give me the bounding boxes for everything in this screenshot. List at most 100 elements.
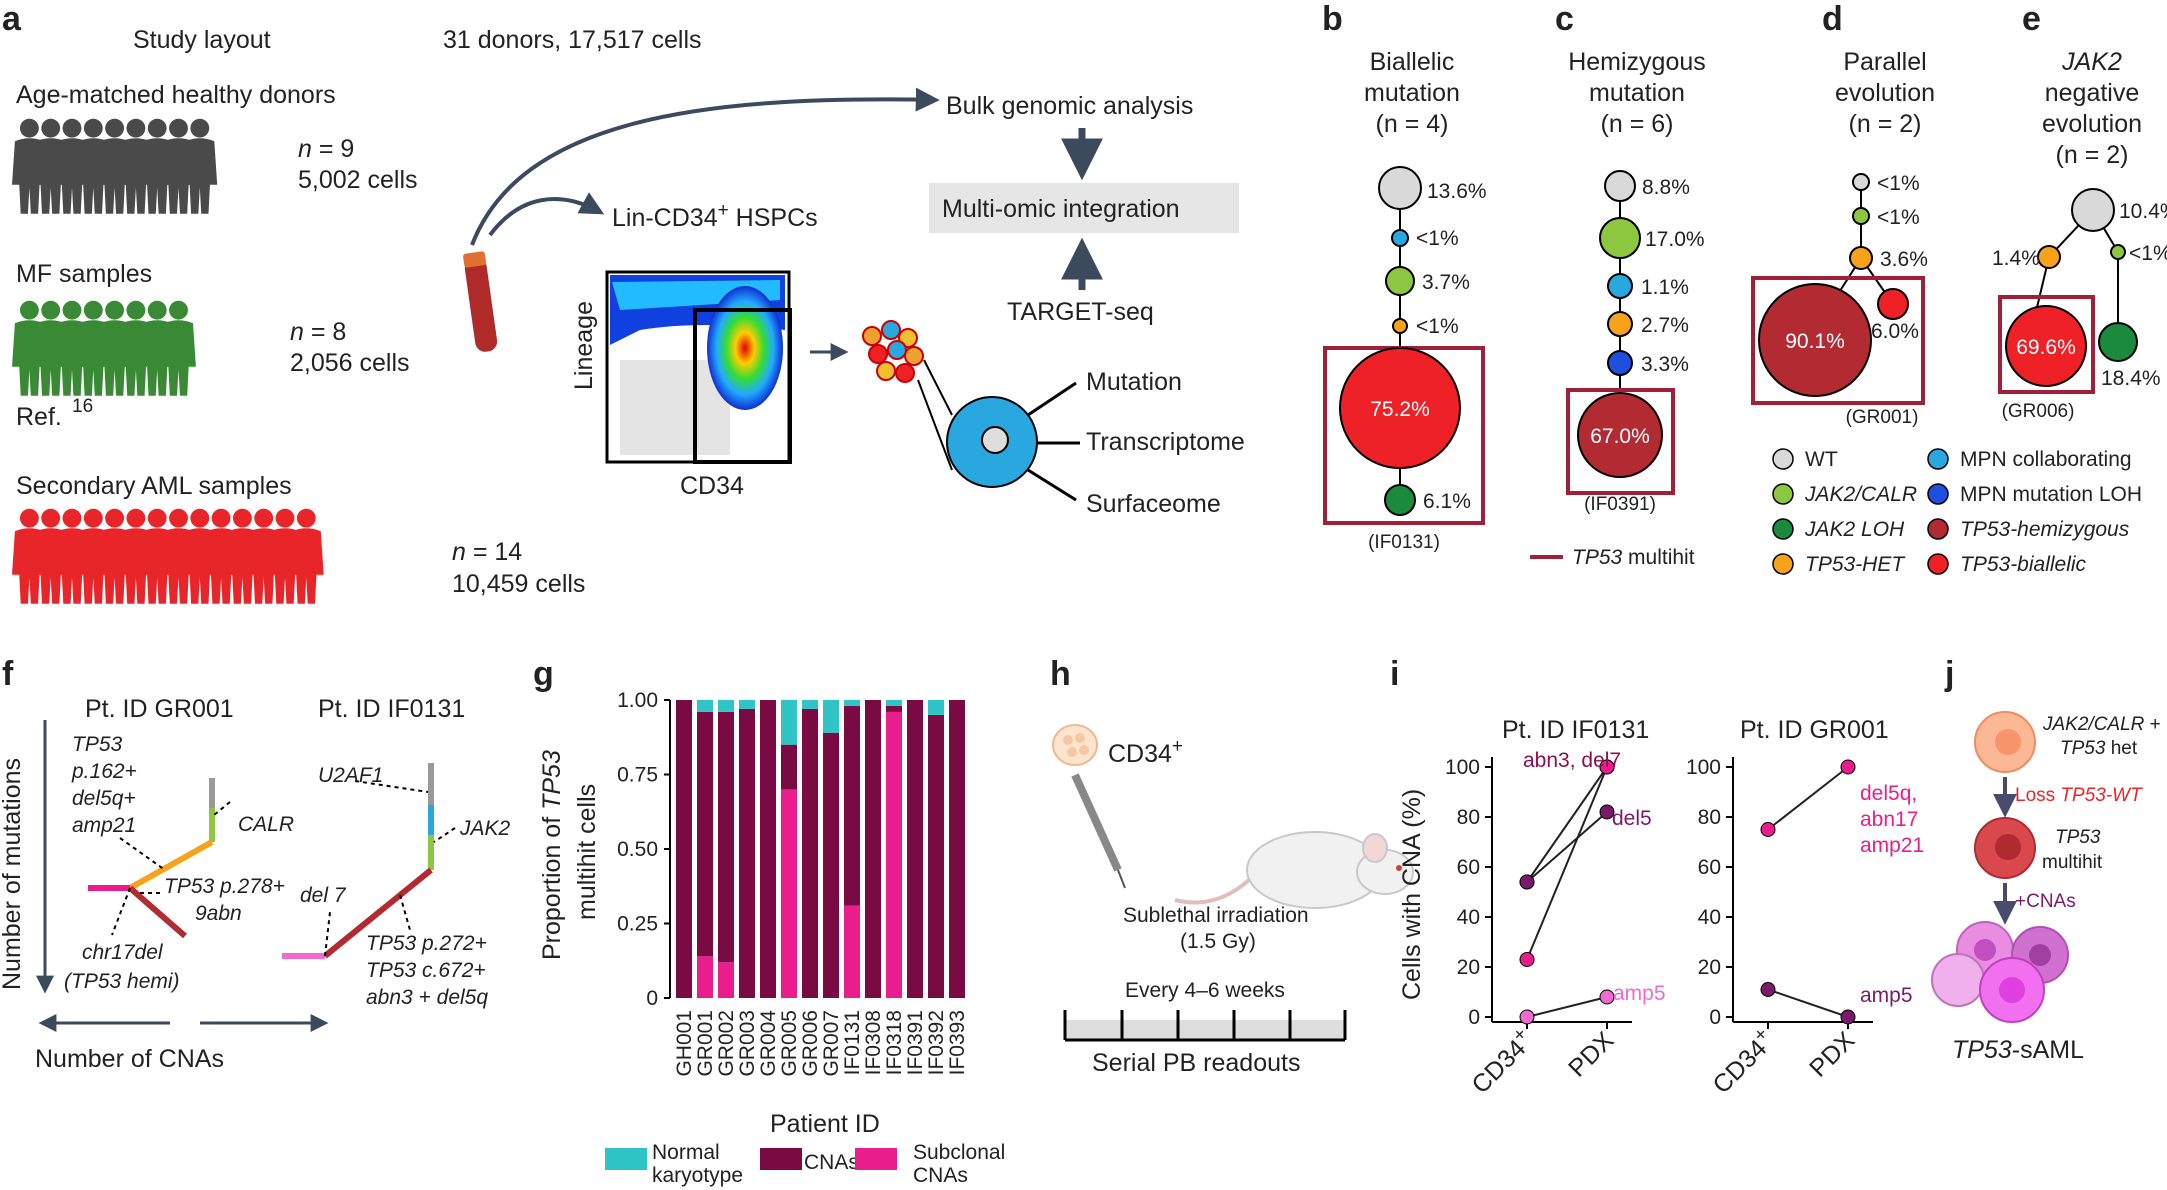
x-tick-label: CD34+ (1464, 1024, 1540, 1100)
paired-line (1526, 996, 1608, 1018)
panel-label-g: g (533, 655, 554, 693)
bar-segment (718, 962, 734, 998)
mouse-icon (1173, 830, 1415, 910)
panel-e: e JAK2 negative evolution (n = 2) 10.4% … (1992, 0, 2167, 422)
f-annot: del5q+ (72, 787, 136, 810)
bar-segment (844, 905, 860, 998)
point-annotation: amp21 (1860, 834, 1924, 857)
legend-label: MPN mutation LOH (1960, 483, 2142, 506)
panel-c-n: (n = 6) (1601, 110, 1674, 138)
node-b-het (1392, 318, 1408, 334)
data-point (1840, 1009, 1856, 1025)
f-annot: TP53 p.278+ (164, 875, 285, 898)
bar-segment (718, 711, 734, 963)
bar-segment (781, 700, 797, 745)
mutation-label: Mutation (1086, 368, 1182, 396)
y-tick-label: 20 (1457, 956, 1480, 979)
paired-line (1526, 766, 1608, 883)
legend-item: JAK2 LOH (1772, 518, 1905, 541)
bar-segment (844, 705, 860, 906)
panel-j: j JAK2/CALR + TP53 het Loss TP53-WT TP53… (1931, 655, 2161, 1064)
data-point (1599, 804, 1615, 820)
h-irradiation: Sublethal irradiation (1123, 904, 1309, 927)
g-xlabel: Patient ID (770, 1110, 880, 1138)
cell-dish-icon (1052, 724, 1098, 766)
f-annot: 9abn (195, 902, 242, 925)
bar-segment (781, 744, 797, 790)
x-tick-label: IF0308 (862, 1010, 885, 1075)
y-tick-label: 0 (1468, 1006, 1480, 1029)
bar-segment (718, 700, 734, 712)
legend-swatch (1927, 448, 1949, 470)
multihit-box-c (1566, 388, 1675, 495)
mf-title: MF samples (16, 260, 152, 288)
h-serial: Serial PB readouts (1092, 1049, 1300, 1077)
x-tick-label: PDX (1804, 1026, 1860, 1082)
bar-segment (697, 956, 713, 998)
donors-cells-label: 31 donors, 17,517 cells (443, 26, 702, 54)
panel-e-title1: JAK2 (2061, 48, 2122, 76)
multihit-box-e (1998, 295, 2095, 394)
h-weeks: Every 4–6 weeks (1125, 979, 1285, 1002)
node-label: <1% (2129, 242, 2167, 265)
f-annot: abn3 + del5q (366, 986, 488, 1009)
panel-d-title2: evolution (1835, 79, 1935, 107)
panel-c-title1: Hemizygous (1568, 48, 1706, 76)
f-xlabel: Number of CNAs (35, 1045, 224, 1073)
aml-cells: 10,459 cells (452, 570, 585, 598)
node-c-hemizygous (1577, 392, 1663, 478)
legend-label: karyotype (652, 1164, 743, 1187)
j-top-label1: JAK2/CALR + (2042, 714, 2161, 735)
f-annot: p.162+ (71, 760, 137, 783)
y-tick-label: 0.50 (617, 838, 658, 861)
node-label: 67.0% (1590, 425, 1650, 448)
y-tick-label: 0 (1709, 1006, 1721, 1029)
bar-segment (886, 711, 902, 998)
node-b-loh (1384, 484, 1416, 516)
f-annot: JAK2 (459, 817, 511, 840)
node-label: 10.4% (2119, 200, 2167, 223)
y-tick-label: 40 (1698, 906, 1721, 929)
bar-segment (697, 711, 713, 957)
legend-label: TP53-HET (1805, 553, 1906, 576)
x-tick-label: GR001 (694, 1010, 717, 1077)
x-tick-label: CD34+ (1705, 1024, 1781, 1100)
x-tick-label: GR003 (736, 1010, 759, 1077)
y-tick-label: 80 (1698, 806, 1721, 829)
x-tick-label: GR004 (757, 1010, 780, 1077)
node-label: 3.6% (1880, 248, 1928, 271)
node-b-wt (1378, 166, 1422, 210)
bar-segment (865, 700, 881, 998)
y-tick-label: 20 (1698, 956, 1721, 979)
node-e-wt (2071, 188, 2115, 232)
panel-e-n: (n = 2) (2056, 141, 2129, 169)
g-ylabel-line2: multihit cells (573, 784, 601, 920)
mf-n: n = 8 (290, 318, 346, 346)
legend-swatch (1927, 553, 1949, 575)
x-tick-label: GR007 (820, 1010, 843, 1077)
data-point (1519, 874, 1535, 890)
legend-swatch (760, 1148, 802, 1170)
node-label: 75.2% (1370, 398, 1430, 421)
legend-label: TP53-biallelic (1960, 553, 2087, 576)
node-label: 18.4% (2101, 367, 2161, 390)
panel-c: c Hemizygous mutation (n = 6) 8.8% 17.0%… (1530, 0, 1706, 569)
i-ylabel: Cells with CNA (%) (1398, 789, 1426, 1000)
x-tick-label: IF0391 (904, 1010, 927, 1075)
legend-label: Normal (652, 1141, 720, 1164)
legend-item: WT (1772, 448, 1838, 471)
x-tick-label: GH001 (673, 1010, 696, 1077)
panel-label-f: f (2, 655, 14, 693)
g-ylabel-line1: Proportion of TP53 (538, 750, 566, 960)
g-stacked-bar-chart: 00.250.500.751.00GH001GR001GR002GR003GR0… (617, 689, 969, 1077)
f-annot: chr17del (82, 941, 164, 964)
panel-label-e: e (2022, 0, 2041, 38)
node-label: 90.1% (1785, 330, 1845, 353)
x-tick-label: IF0393 (946, 1010, 969, 1075)
f-annot: TP53 c.672+ (366, 959, 486, 982)
point-annotation: amp5 (1613, 982, 1666, 1005)
x-tick-label: GR002 (715, 1010, 738, 1077)
paired-line (1767, 988, 1849, 1018)
bar-segment (739, 700, 755, 709)
